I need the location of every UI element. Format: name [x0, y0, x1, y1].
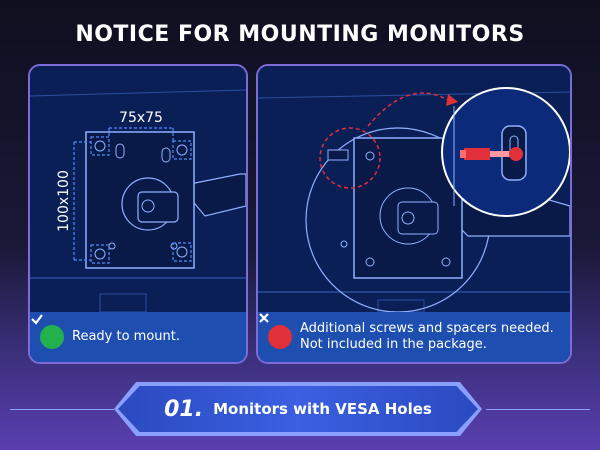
check-icon	[31, 314, 64, 349]
page-title: NOTICE FOR MOUNTING MONITORS	[75, 22, 525, 47]
footer-divider-right	[486, 409, 590, 410]
dim-vertical-label: 100x100	[56, 170, 72, 232]
footer-divider-left	[10, 409, 114, 410]
ready-status-text: Ready to mount.	[72, 329, 180, 344]
extra-parts-status-text: Additional screws and spacers needed. No…	[300, 321, 554, 353]
section-number: 01.	[164, 396, 204, 422]
ready-status-bar: Ready to mount.	[30, 312, 246, 362]
extra-parts-line-1: Additional screws and spacers needed.	[300, 321, 554, 336]
extra-parts-status-bar: Additional screws and spacers needed. No…	[258, 312, 570, 362]
dim-horizontal-label: 75x75	[119, 110, 163, 126]
vesa-extra-parts-panel: Additional screws and spacers needed. No…	[256, 64, 572, 364]
vesa-ready-panel: 75x75 100x100 Ready to mount.	[28, 64, 248, 364]
section-label: Monitors with VESA Holes	[213, 400, 432, 418]
footer-banner: 01. Monitors with VESA Holes	[118, 386, 478, 432]
extra-parts-line-2: Not included in the package.	[300, 337, 487, 352]
vesa-plate-illustration: 75x75 100x100	[30, 66, 246, 312]
spacer-screw-illustration	[258, 66, 570, 312]
cross-icon	[259, 313, 292, 349]
